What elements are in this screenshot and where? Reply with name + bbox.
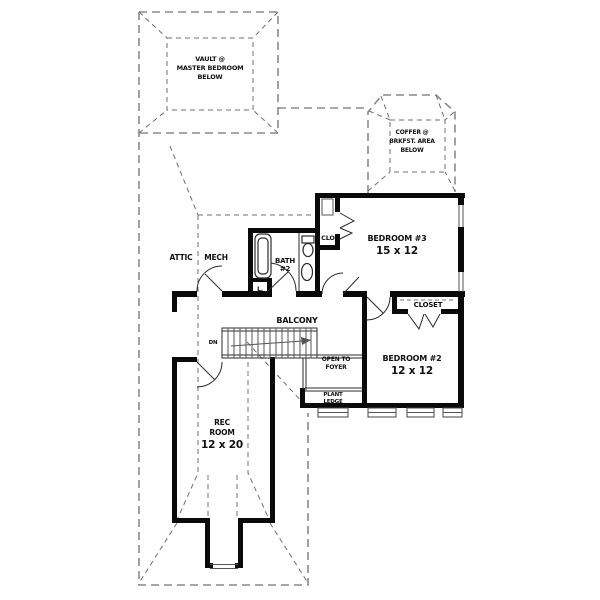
label-open-to-foyer: OPEN TO FOYER (322, 356, 351, 371)
svg-text:COFFER @: COFFER @ (396, 129, 429, 136)
clo-bifold-door (339, 212, 356, 240)
window (458, 272, 464, 292)
bath-door (267, 262, 297, 292)
svg-text:LEDGE: LEDGE (323, 399, 343, 405)
window (367, 407, 397, 418)
svg-text:BRKFST. AREA: BRKFST. AREA (389, 138, 435, 145)
svg-text:BEDROOM #3: BEDROOM #3 (368, 234, 427, 243)
walls (172, 193, 465, 568)
label-balcony: BALCONY (276, 316, 318, 325)
label-bedroom-2: BEDROOM #2 12 x 12 (383, 354, 442, 377)
rec-room-door (196, 361, 223, 388)
attic-door (196, 265, 223, 292)
attic-slope-lines (138, 145, 315, 584)
bath-fixtures (254, 233, 315, 282)
roof-outline-dashed (138, 11, 456, 586)
svg-text:BELOW: BELOW (197, 73, 222, 81)
label-down: DN (209, 340, 218, 346)
label-coffer-ceiling: COFFER @ BRKFST. AREA BELOW (389, 129, 435, 154)
svg-text:BELOW: BELOW (400, 147, 424, 154)
label-bath-2: BATH #2 (275, 257, 296, 273)
coffer-ceiling-outline (367, 94, 456, 192)
svg-text:OPEN TO: OPEN TO (322, 356, 351, 363)
window (406, 407, 435, 418)
svg-text:#2: #2 (280, 265, 291, 273)
doors (196, 212, 441, 388)
svg-text:REC: REC (214, 418, 230, 427)
window (442, 407, 463, 418)
label-attic-mech: ATTIC MECH (170, 253, 228, 262)
bathtub-inner (257, 237, 269, 275)
label-rec-room: REC ROOM 12 x 20 (201, 418, 243, 451)
label-linen: L. (257, 286, 263, 293)
label-clo: CLO. (321, 234, 337, 242)
balcony-railing (302, 354, 362, 392)
window (210, 564, 238, 569)
window (458, 205, 464, 227)
label-bedroom-3: BEDROOM #3 15 x 12 (368, 234, 427, 257)
toilet (301, 235, 315, 258)
svg-text:ATTIC: ATTIC (170, 253, 194, 262)
staircase (221, 327, 318, 359)
closet2-bifold-door (407, 313, 441, 331)
vault-ceiling-outline (138, 11, 279, 134)
sink (300, 262, 314, 282)
svg-text:15 x 12: 15 x 12 (376, 245, 418, 257)
stair-direction-arrow (230, 337, 311, 347)
label-vault-ceiling: VAULT @ MASTER BEDROOM BELOW (177, 55, 244, 81)
svg-text:MECH: MECH (204, 253, 228, 262)
windows (210, 205, 464, 569)
svg-text:MASTER BEDROOM: MASTER BEDROOM (177, 64, 244, 72)
bedroom3-door (321, 272, 360, 295)
svg-text:ROOM: ROOM (209, 428, 234, 437)
svg-text:FOYER: FOYER (325, 364, 347, 371)
window (317, 407, 349, 418)
svg-text:12 x 12: 12 x 12 (391, 365, 433, 377)
svg-text:PLANT: PLANT (323, 392, 343, 398)
label-closet-2: CLOSET (414, 301, 443, 309)
closet-chase (321, 198, 334, 216)
svg-text:BATH: BATH (275, 257, 295, 265)
bedroom2-door (366, 296, 391, 321)
svg-text:VAULT @: VAULT @ (195, 55, 225, 63)
svg-text:12 x 20: 12 x 20 (201, 439, 243, 451)
label-plant-ledge: PLANT LEDGE (323, 392, 343, 405)
svg-text:BEDROOM #2: BEDROOM #2 (383, 354, 442, 363)
